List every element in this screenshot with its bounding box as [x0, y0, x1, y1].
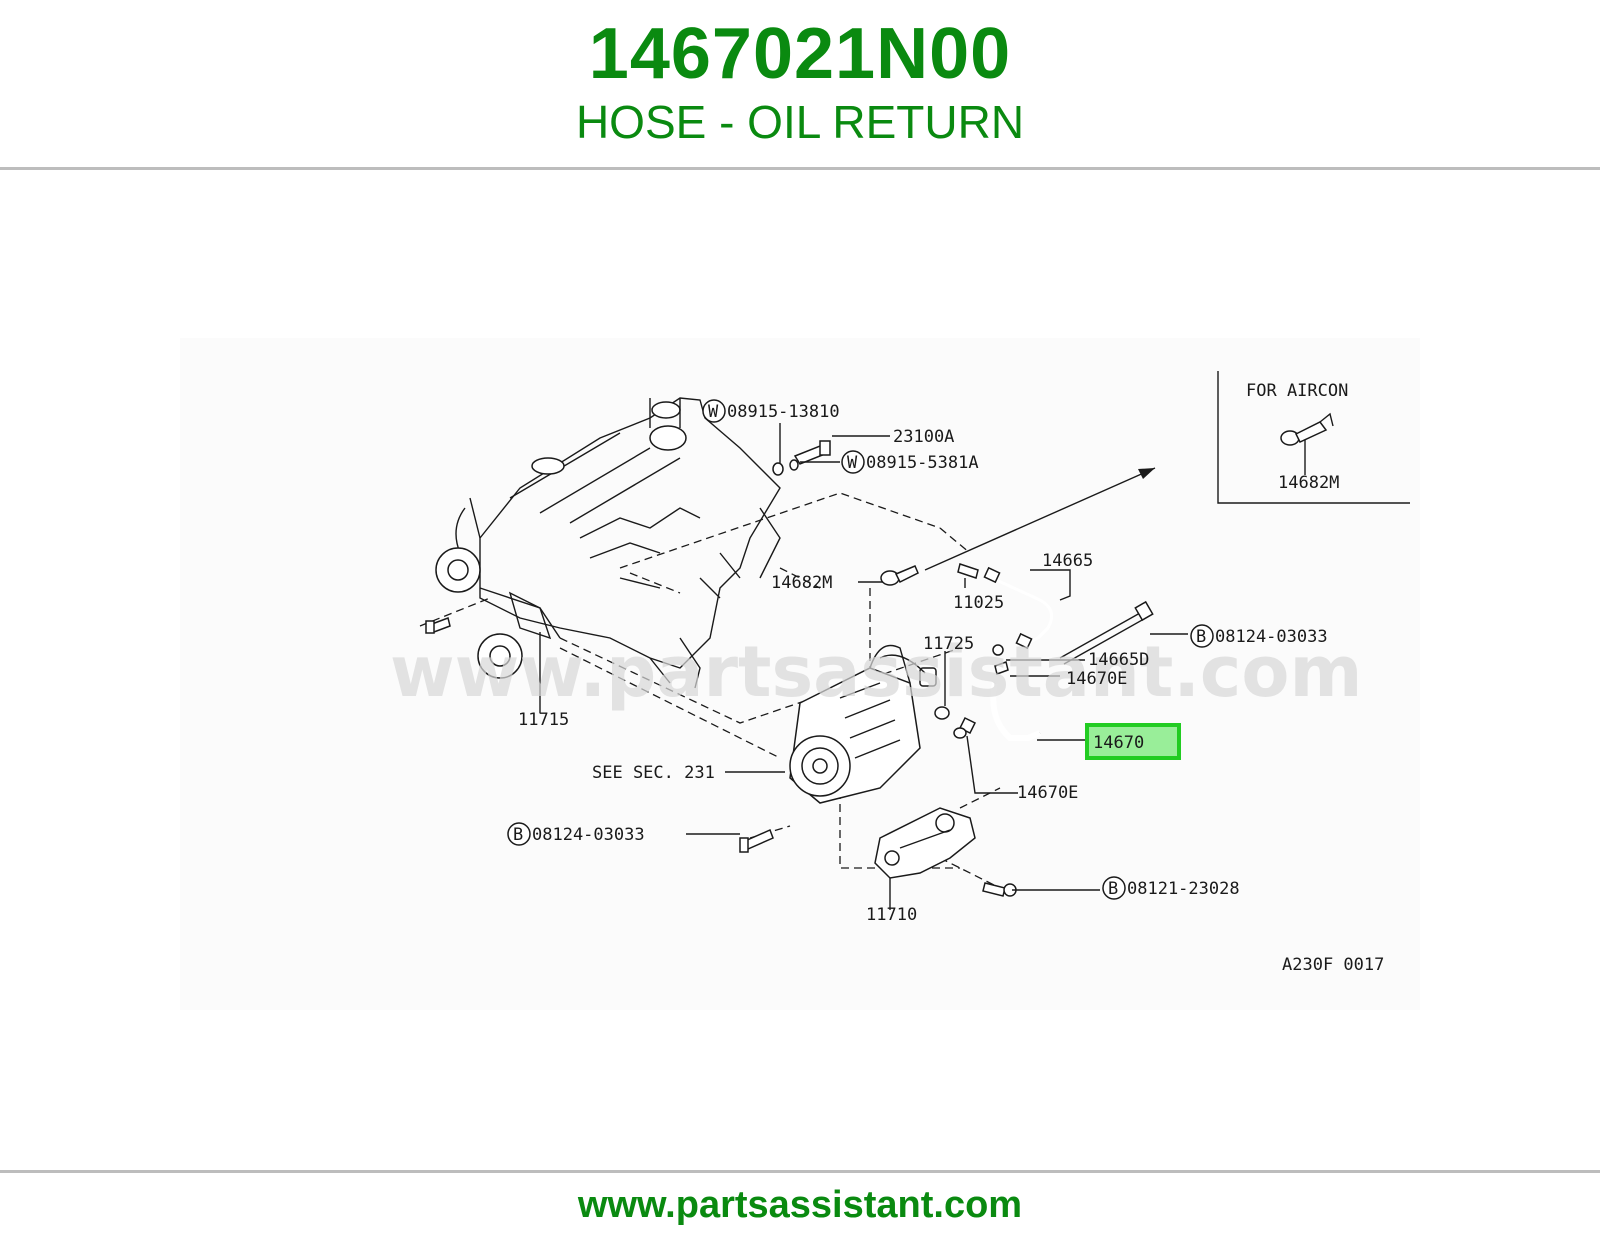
label-08124-03033-top[interactable]: 08124-03033	[1215, 627, 1328, 647]
page-header: 1467021N00 HOSE - OIL RETURN	[0, 0, 1600, 168]
label-11725[interactable]: 11725	[923, 634, 974, 654]
label-23100a[interactable]: 23100A	[893, 427, 954, 447]
footer-site-link[interactable]: www.partsassistant.com	[577, 1184, 1023, 1226]
aircon-arrow	[924, 467, 1156, 571]
label-14670e-upper[interactable]: 14670E	[1066, 669, 1127, 689]
label-14665[interactable]: 14665	[1042, 551, 1093, 571]
label-14665d[interactable]: 14665D	[1088, 650, 1149, 670]
label-11715[interactable]: 11715	[518, 710, 569, 730]
label-see-sec-231[interactable]: SEE SEC. 231	[592, 763, 715, 783]
fittings-and-bolts	[425, 440, 1154, 897]
footer-divider	[0, 1170, 1600, 1173]
aircon-inset: FOR AIRCON 14682M	[1217, 371, 1410, 504]
prefix-b-2: B	[513, 825, 523, 845]
inset-part-label[interactable]: 14682M	[1278, 473, 1339, 493]
label-14670e-lower[interactable]: 14670E	[1017, 783, 1078, 803]
prefix-b-1: B	[1196, 627, 1206, 647]
parts-diagram: www.partsassistant.com 14670 FOR AIRCON …	[180, 338, 1420, 1010]
part-number-title: 1467021N00	[588, 14, 1012, 94]
mounting-bracket-drawing	[874, 807, 976, 879]
diagram-canvas: www.partsassistant.com 14670 FOR AIRCON …	[180, 338, 1420, 1010]
label-14682m[interactable]: 14682M	[771, 573, 832, 593]
label-08121-23028[interactable]: 08121-23028	[1127, 879, 1240, 899]
inset-title: FOR AIRCON	[1246, 381, 1348, 401]
label-11025[interactable]: 11025	[953, 593, 1004, 613]
diagram-ref-code: A230F 0017	[1282, 955, 1384, 975]
header-divider	[0, 167, 1600, 170]
highlight-box	[1085, 723, 1181, 760]
label-08124-03033-bottom[interactable]: 08124-03033	[532, 825, 645, 845]
part-labels: 08915-13810 23100A 08915-5381A 14682M 11…	[518, 402, 1384, 975]
prefix-w-2: W	[847, 453, 858, 473]
alternator-drawing	[789, 644, 937, 804]
label-08915-13810[interactable]: 08915-13810	[727, 402, 840, 422]
prefix-circles: W W B B B	[507, 399, 1214, 900]
part-name-subtitle: HOSE - OIL RETURN	[575, 96, 1025, 148]
prefix-w-1: W	[708, 402, 719, 422]
label-08915-5381a[interactable]: 08915-5381A	[866, 453, 979, 473]
label-14670-highlighted[interactable]: 14670	[1093, 733, 1144, 753]
diagram-background	[180, 338, 1420, 1010]
engine-block-drawing	[435, 397, 781, 689]
leader-lines	[539, 423, 1306, 910]
prefix-b-3: B	[1108, 879, 1118, 899]
label-11710[interactable]: 11710	[866, 905, 917, 925]
